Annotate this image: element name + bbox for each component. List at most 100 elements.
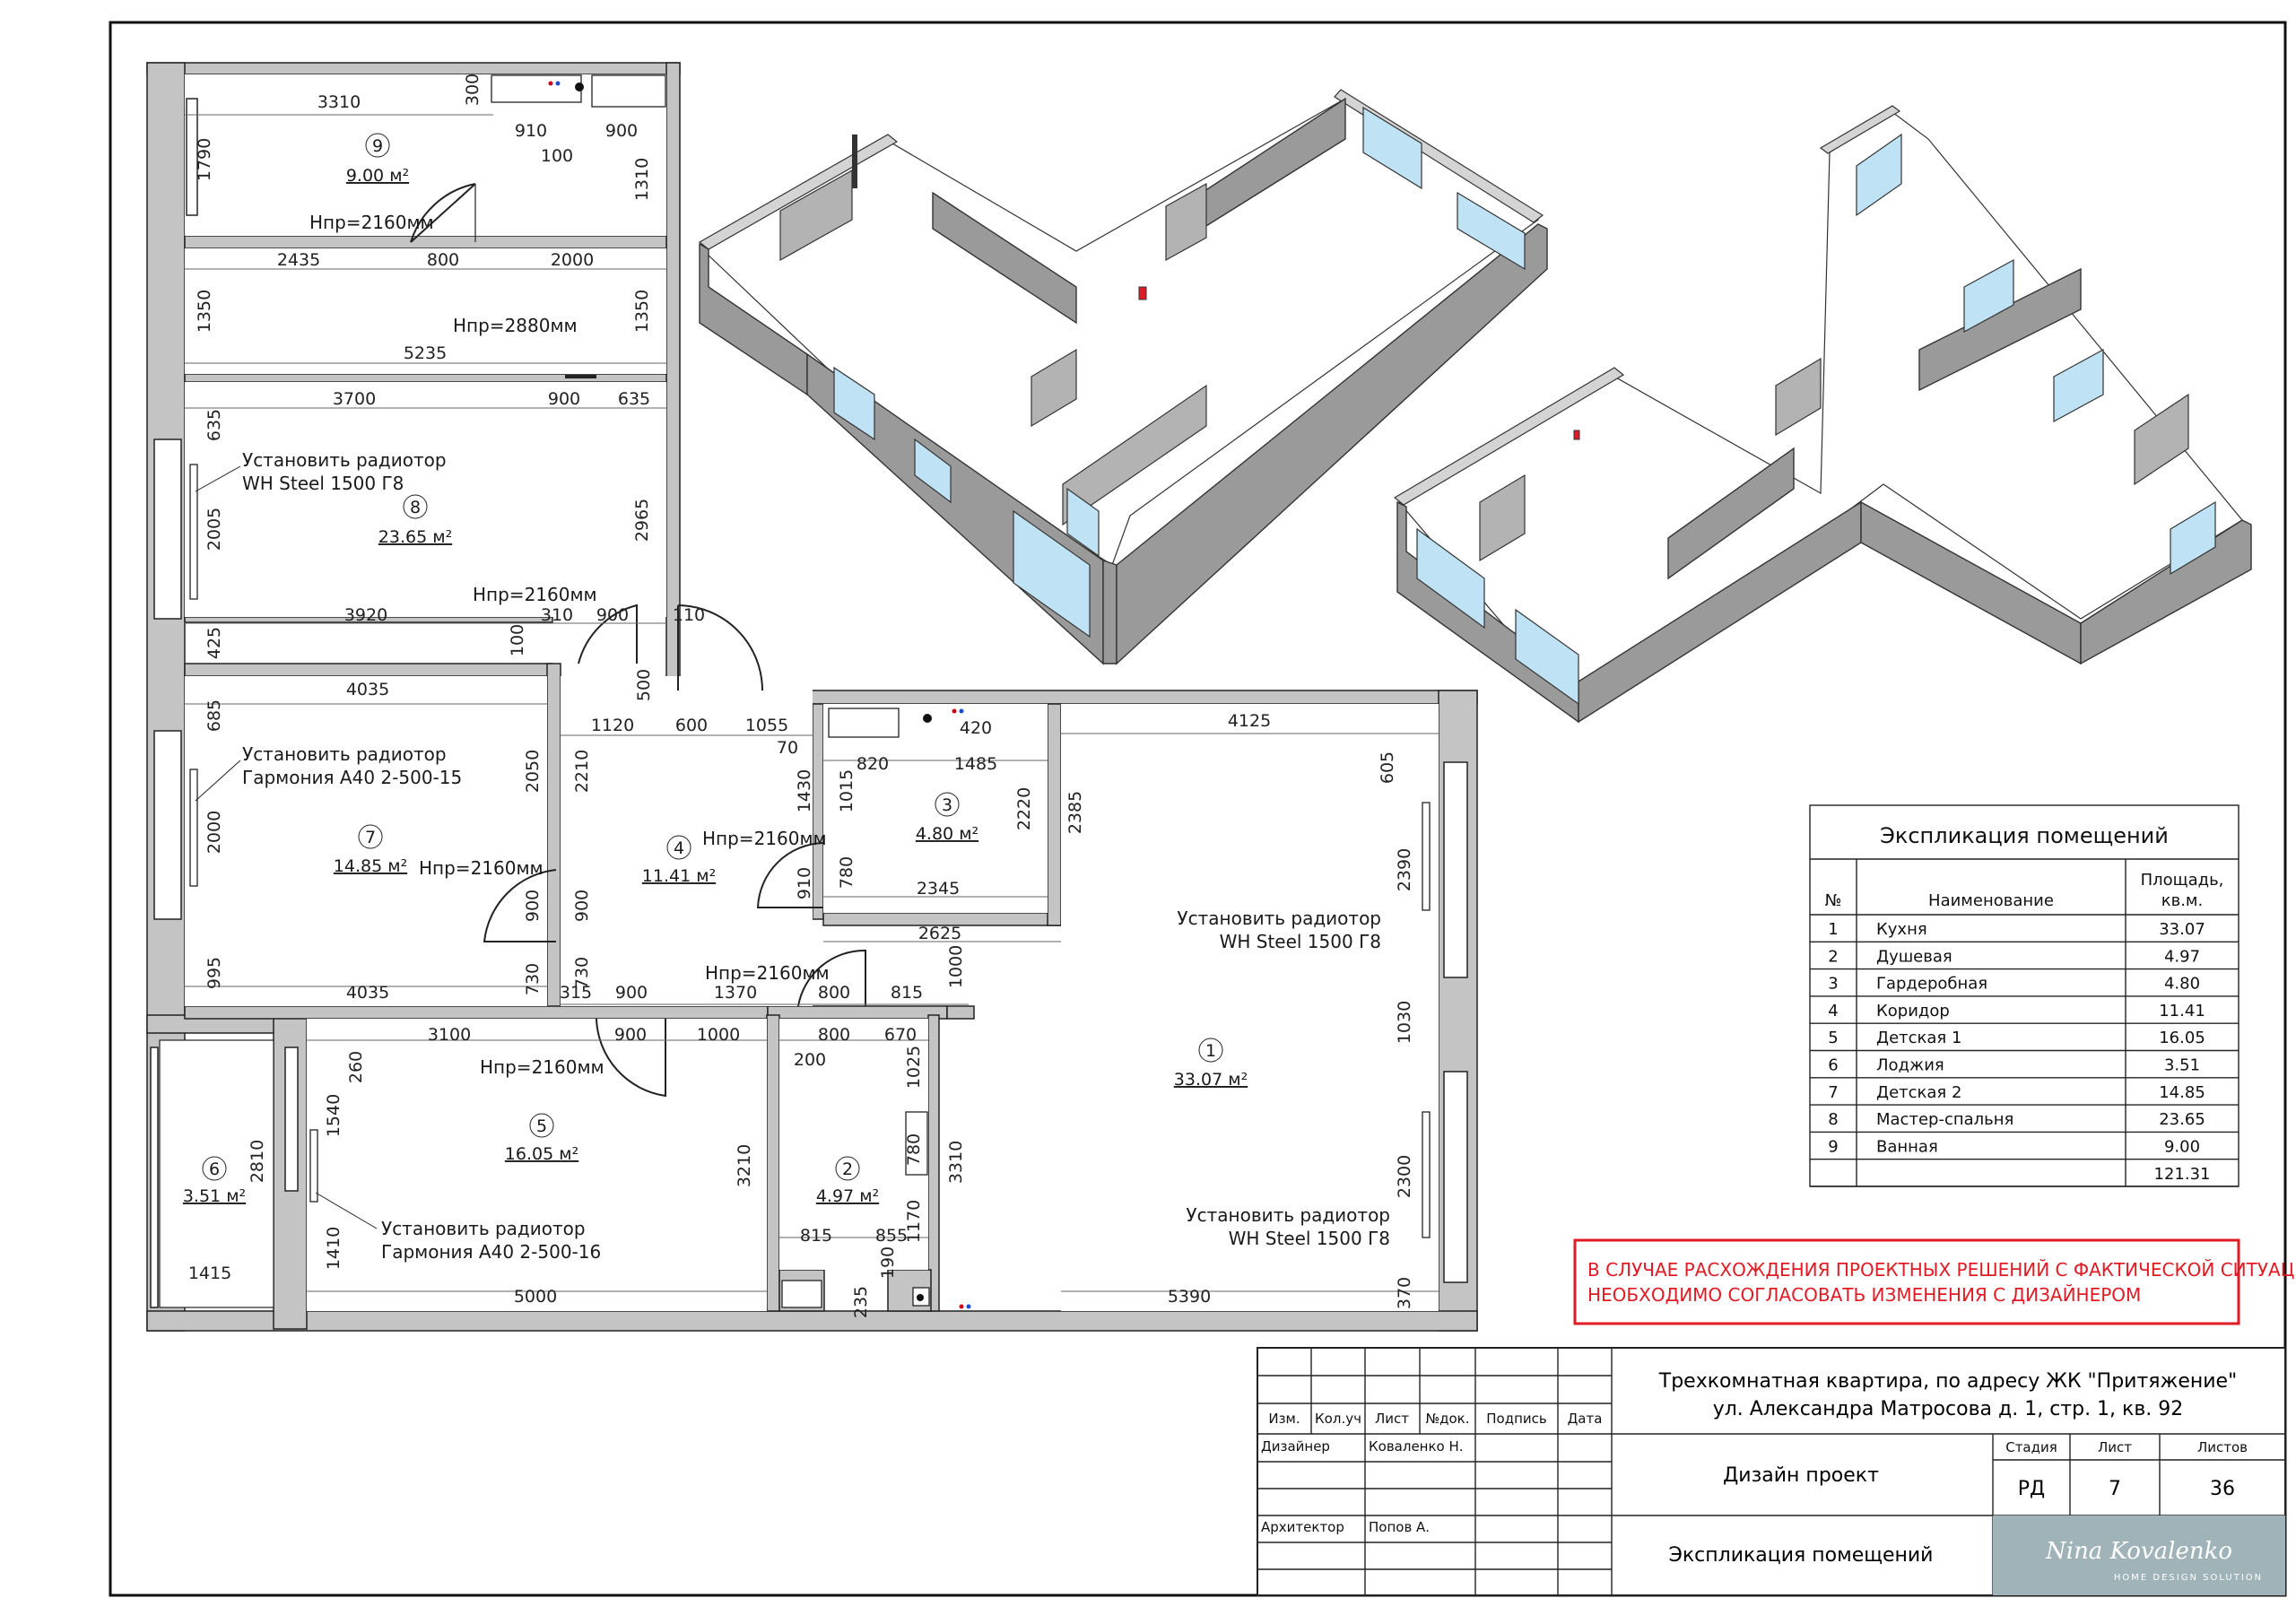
svg-text:2050: 2050 bbox=[523, 750, 543, 793]
svg-text:235: 235 bbox=[851, 1286, 871, 1318]
tb-project-line2: ул. Александра Матросова д. 1, стр. 1, к… bbox=[1713, 1398, 2184, 1420]
tb-project-line1: Трехкомнатная квартира, по адресу ЖК "Пр… bbox=[1658, 1370, 2237, 1393]
svg-text:8: 8 bbox=[410, 498, 421, 517]
tb-stage-label: Стадия bbox=[2005, 1439, 2057, 1455]
svg-text:900: 900 bbox=[614, 1025, 647, 1045]
room-label-2: 2 4.97 м² bbox=[816, 1156, 879, 1206]
svg-text:2000: 2000 bbox=[204, 811, 224, 854]
svg-text:WH Steel 1500 Г8: WH Steel 1500 Г8 bbox=[242, 473, 404, 494]
radiator-note-room7: Установить радиотор Гармония А40 2-500-1… bbox=[195, 743, 462, 802]
table-cell-area: 16.05 bbox=[2159, 1029, 2205, 1047]
tb-designer-role: Дизайнер bbox=[1261, 1438, 1330, 1455]
title-block: Изм. Кол.уч Лист №док. Подпись Дата Диза… bbox=[1257, 1347, 2286, 1596]
table-cell-no: 2 bbox=[1828, 947, 1838, 966]
svg-text:5: 5 bbox=[536, 1116, 547, 1136]
tb-architect-name: Попов А. bbox=[1369, 1519, 1430, 1535]
logo-text: Nina Kovalenko bbox=[2045, 1538, 2232, 1565]
explication-col-no: № bbox=[1825, 891, 1842, 910]
svg-text:730: 730 bbox=[572, 957, 592, 989]
tb-header-kol: Кол.уч bbox=[1315, 1411, 1361, 1427]
table-cell-no: 7 bbox=[1828, 1083, 1838, 1102]
svg-text:900: 900 bbox=[615, 983, 648, 1003]
table-cell-name: Душевая bbox=[1876, 947, 1952, 966]
svg-text:3: 3 bbox=[942, 795, 952, 815]
room-label-8: 8 23.65 м² bbox=[378, 494, 452, 547]
svg-text:2390: 2390 bbox=[1395, 848, 1414, 891]
svg-text:WH Steel 1500 Г8: WH Steel 1500 Г8 bbox=[1220, 931, 1381, 952]
sheet-frame bbox=[109, 21, 2287, 1597]
svg-text:995: 995 bbox=[204, 957, 224, 989]
svg-text:425: 425 bbox=[204, 627, 224, 659]
svg-text:855: 855 bbox=[875, 1226, 908, 1246]
isometric-view-left bbox=[698, 89, 1548, 665]
svg-text:670: 670 bbox=[884, 1025, 917, 1045]
svg-text:16.05 м²: 16.05 м² bbox=[505, 1144, 578, 1164]
table-cell-area: 9.00 bbox=[2164, 1137, 2200, 1156]
svg-text:420: 420 bbox=[960, 718, 992, 738]
table-cell-name: Коридор bbox=[1876, 1002, 1950, 1020]
svg-text:1055: 1055 bbox=[745, 716, 788, 735]
tb-designer-name: Коваленко Н. bbox=[1369, 1438, 1464, 1455]
warning-box: В СЛУЧАЕ РАСХОЖДЕНИЯ ПРОЕКТНЫХ РЕШЕНИЙ С… bbox=[1573, 1238, 2296, 1325]
room-label-6: 6 3.51 м² bbox=[183, 1156, 246, 1206]
svg-text:600: 600 bbox=[675, 716, 708, 735]
svg-text:7: 7 bbox=[365, 828, 376, 847]
svg-text:190: 190 bbox=[878, 1246, 898, 1279]
svg-text:1025: 1025 bbox=[904, 1046, 924, 1089]
svg-text:110: 110 bbox=[673, 605, 705, 625]
explication-total: 121.31 bbox=[2154, 1165, 2211, 1184]
table-cell-no: 5 bbox=[1828, 1029, 1838, 1047]
table-cell-name: Ванная bbox=[1876, 1137, 1938, 1156]
svg-text:780: 780 bbox=[837, 856, 857, 889]
svg-text:Установить радиотор: Установить радиотор bbox=[242, 449, 447, 471]
svg-text:370: 370 bbox=[1395, 1277, 1414, 1309]
table-cell-no: 3 bbox=[1828, 975, 1838, 994]
svg-text:2220: 2220 bbox=[1014, 787, 1034, 830]
svg-text:635: 635 bbox=[618, 389, 650, 409]
svg-text:820: 820 bbox=[857, 754, 889, 774]
explication-col-name: Наименование bbox=[1928, 891, 2054, 910]
svg-text:Гармония А40 2-500-15: Гармония А40 2-500-15 bbox=[242, 767, 462, 788]
table-cell-area: 33.07 bbox=[2159, 920, 2205, 939]
explication-title: Экспликация помещений bbox=[1880, 823, 2169, 848]
table-cell-area: 4.80 bbox=[2164, 975, 2200, 994]
table-cell-name: Детская 2 bbox=[1876, 1083, 1961, 1102]
door-height-label: Нпр=2160мм bbox=[480, 1056, 604, 1078]
svg-text:500: 500 bbox=[634, 669, 654, 701]
svg-text:1350: 1350 bbox=[195, 290, 214, 333]
svg-text:Установить радиотор: Установить радиотор bbox=[1186, 1204, 1390, 1226]
svg-text:2: 2 bbox=[842, 1159, 853, 1179]
svg-text:2810: 2810 bbox=[248, 1140, 267, 1183]
svg-text:4.80 м²: 4.80 м² bbox=[916, 824, 978, 844]
svg-text:1000: 1000 bbox=[946, 945, 966, 988]
svg-text:815: 815 bbox=[891, 983, 923, 1003]
svg-text:WH Steel 1500 Г8: WH Steel 1500 Г8 bbox=[1229, 1228, 1390, 1249]
svg-text:Установить радиотор: Установить радиотор bbox=[1177, 908, 1381, 929]
radiator-note-room1-top: Установить радиотор WH Steel 1500 Г8 bbox=[1177, 908, 1381, 952]
tb-sheet-title: Экспликация помещений bbox=[1669, 1544, 1934, 1567]
radiator-note-room5: Установить радиотор Гармония А40 2-500-1… bbox=[315, 1192, 601, 1263]
svg-text:23.65 м²: 23.65 м² bbox=[378, 527, 452, 547]
tb-architect-role: Архитектор bbox=[1261, 1519, 1344, 1535]
svg-text:В СЛУЧАЕ РАСХОЖДЕНИЯ ПРОЕКТНЫХ: В СЛУЧАЕ РАСХОЖДЕНИЯ ПРОЕКТНЫХ РЕШЕНИЙ С… bbox=[1587, 1259, 2296, 1281]
svg-text:1310: 1310 bbox=[632, 158, 652, 201]
svg-text:1350: 1350 bbox=[632, 290, 652, 333]
logo-subtext: HOME DESIGN SOLUTION bbox=[2114, 1573, 2263, 1583]
room-label-3: 3 4.80 м² bbox=[916, 792, 978, 844]
table-cell-area: 23.65 bbox=[2159, 1110, 2205, 1129]
svg-text:1015: 1015 bbox=[837, 769, 857, 812]
tb-header-izm: Изм. bbox=[1268, 1411, 1300, 1427]
svg-text:1170: 1170 bbox=[904, 1200, 924, 1243]
svg-text:НЕОБХОДИМО СОГЛАСОВАТЬ ИЗМЕНЕН: НЕОБХОДИМО СОГЛАСОВАТЬ ИЗМЕНЕНИЯ С ДИЗАЙ… bbox=[1587, 1284, 2141, 1306]
room-label-1: 1 33.07 м² bbox=[1174, 1038, 1248, 1090]
table-cell-name: Мастер-спальня bbox=[1876, 1110, 2013, 1129]
explication-table: Экспликация помещений № Наименование Пло… bbox=[1809, 804, 2239, 1187]
svg-text:4125: 4125 bbox=[1228, 711, 1271, 731]
svg-text:900: 900 bbox=[596, 605, 629, 625]
